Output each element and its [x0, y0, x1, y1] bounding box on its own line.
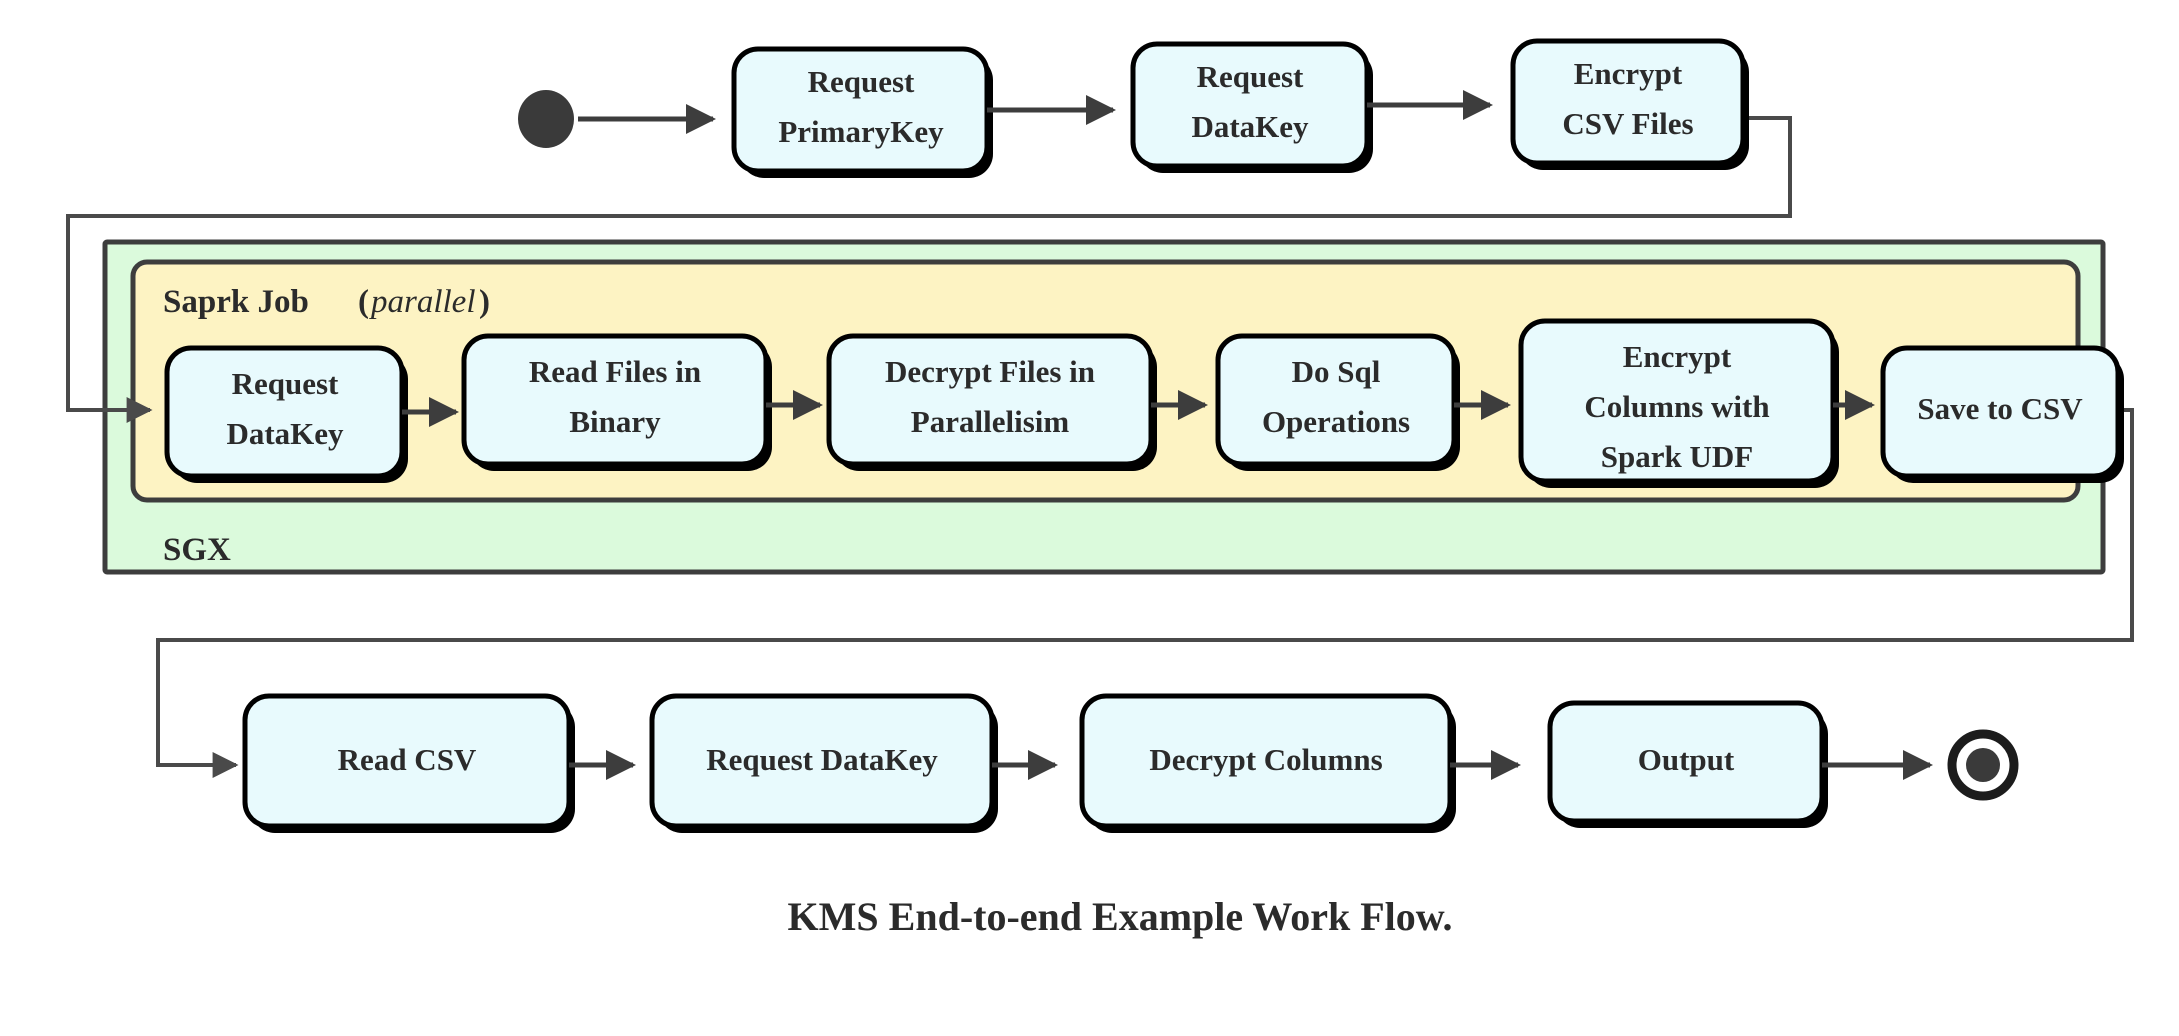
node-decrypt-files-in-parallelisim[interactable]: Decrypt Files in Parallelisim	[826, 333, 1157, 471]
node-request-primarykey-line2: PrimaryKey	[778, 114, 944, 149]
node-do-sql-operations[interactable]: Do Sql Operations	[1215, 333, 1460, 471]
spark-job-paren-open: (	[358, 284, 369, 320]
node-request-datakey-top-line2: DataKey	[1191, 109, 1309, 144]
node-read-files-in-binary-box[interactable]	[461, 333, 769, 467]
node-encrypt-csv-files-line1: Encrypt	[1574, 56, 1683, 91]
final-state-inner-dot	[1966, 748, 2000, 782]
start-state-dot	[518, 90, 574, 148]
final-state-outer-ring	[1947, 729, 2019, 801]
node-read-files-in-binary-line2: Binary	[569, 404, 661, 439]
node-output-box[interactable]	[1547, 700, 1825, 824]
sgx-label: SGX	[163, 532, 231, 568]
node-encrypt-columns-with-spark-udf[interactable]: Encrypt Columns with Spark UDF	[1518, 318, 1839, 488]
node-encrypt-csv-files[interactable]: Encrypt CSV Files	[1510, 38, 1749, 170]
node-decrypt-columns-line1: Decrypt Columns	[1149, 742, 1382, 777]
node-decrypt-files-in-parallelisim-box[interactable]	[826, 333, 1154, 467]
route-encrypt-csv-to-spark-datakey	[66, 116, 1792, 423]
node-encrypt-columns-box[interactable]	[1518, 318, 1836, 484]
node-read-csv-line1: Read CSV	[338, 742, 477, 777]
node-save-to-csv-box[interactable]	[1880, 345, 2121, 479]
node-do-sql-operations-line2: Operations	[1262, 404, 1410, 439]
final-state	[1947, 729, 2019, 801]
node-read-files-in-binary-line1: Read Files in	[529, 354, 701, 389]
node-read-csv[interactable]: Read CSV	[242, 693, 575, 833]
node-decrypt-columns[interactable]: Decrypt Columns	[1079, 693, 1456, 833]
node-output-line1: Output	[1638, 742, 1735, 777]
node-output[interactable]: Output	[1547, 700, 1828, 828]
node-request-datakey-spark[interactable]: Request DataKey	[164, 345, 408, 483]
spark-job-paren-close: )	[479, 284, 490, 320]
start-state	[518, 90, 574, 148]
node-encrypt-columns-line3: Spark UDF	[1601, 439, 1753, 474]
node-request-datakey-bottom[interactable]: Request DataKey	[649, 693, 998, 833]
node-request-datakey-top-line1: Request	[1197, 59, 1304, 94]
spark-job-label: Saprk Job	[163, 284, 309, 320]
node-decrypt-files-line2: Parallelisim	[911, 404, 1070, 439]
node-request-primarykey-line1: Request	[808, 64, 915, 99]
node-save-to-csv[interactable]: Save to CSV	[1880, 345, 2124, 483]
node-request-datakey-bottom-box[interactable]	[649, 693, 995, 829]
node-decrypt-columns-box[interactable]	[1079, 693, 1453, 829]
node-encrypt-csv-files-line2: CSV Files	[1562, 106, 1693, 141]
node-save-to-csv-line1: Save to CSV	[1917, 391, 2083, 426]
spark-job-parallel-label: parallel	[369, 284, 476, 320]
node-encrypt-csv-files-box[interactable]	[1510, 38, 1746, 166]
node-read-csv-box[interactable]	[242, 693, 572, 829]
route-line-top-loop	[66, 116, 1792, 423]
node-request-datakey-spark-line2: DataKey	[226, 416, 344, 451]
node-read-files-in-binary[interactable]: Read Files in Binary	[461, 333, 772, 471]
node-request-primarykey[interactable]: Request PrimaryKey	[731, 46, 993, 178]
node-request-datakey-top[interactable]: Request DataKey	[1130, 41, 1373, 173]
node-encrypt-columns-line2: Columns with	[1584, 389, 1769, 424]
node-encrypt-columns-line1: Encrypt	[1623, 339, 1732, 374]
diagram-caption: KMS End-to-end Example Work Flow.	[788, 894, 1453, 939]
node-do-sql-operations-line1: Do Sql	[1292, 354, 1381, 389]
node-request-datakey-bottom-line1: Request DataKey	[706, 742, 938, 777]
node-request-datakey-spark-line1: Request	[232, 366, 339, 401]
node-decrypt-files-line1: Decrypt Files in	[885, 354, 1095, 389]
node-do-sql-operations-box[interactable]	[1215, 333, 1457, 467]
